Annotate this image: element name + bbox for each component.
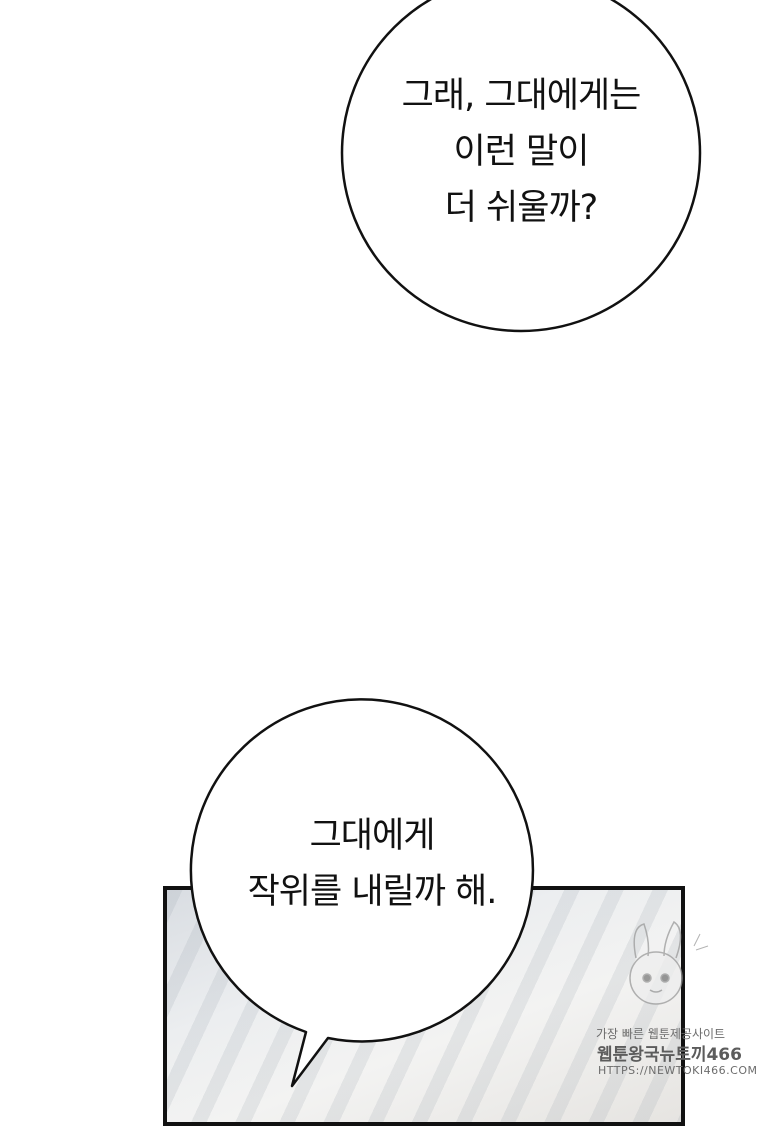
speech-line: 더 쉬울까? xyxy=(444,188,599,228)
speech-line: 이런 말이 xyxy=(453,132,590,172)
speech-text-bottom: 그대에게 작위를 내릴까 해. xyxy=(222,808,522,920)
speech-line: 그대에게 xyxy=(309,816,436,856)
watermark-site-name: 웹툰왕국뉴토끼466 xyxy=(597,1045,742,1065)
watermark-url: HTTPS://NEWTOKI466.COM xyxy=(598,1064,758,1077)
speech-bubble-bottom xyxy=(189,698,535,1088)
watermark-tagline: 가장 빠른 웹툰제공사이트 xyxy=(596,1027,726,1041)
speech-bubble-top xyxy=(340,0,702,333)
speech-line: 작위를 내릴까 해. xyxy=(247,872,498,912)
watermark-mascot-icon xyxy=(629,920,709,1005)
speech-bubbles-layer xyxy=(189,0,702,1088)
speech-line: 그래, 그대에게는 xyxy=(401,76,642,116)
comic-page: 그래, 그대에게는 이런 말이 더 쉬울까? 그대에게 작위를 내릴까 해. 가… xyxy=(163,0,758,1126)
speech-text-top: 그래, 그대에게는 이런 말이 더 쉬울까? xyxy=(371,68,671,236)
